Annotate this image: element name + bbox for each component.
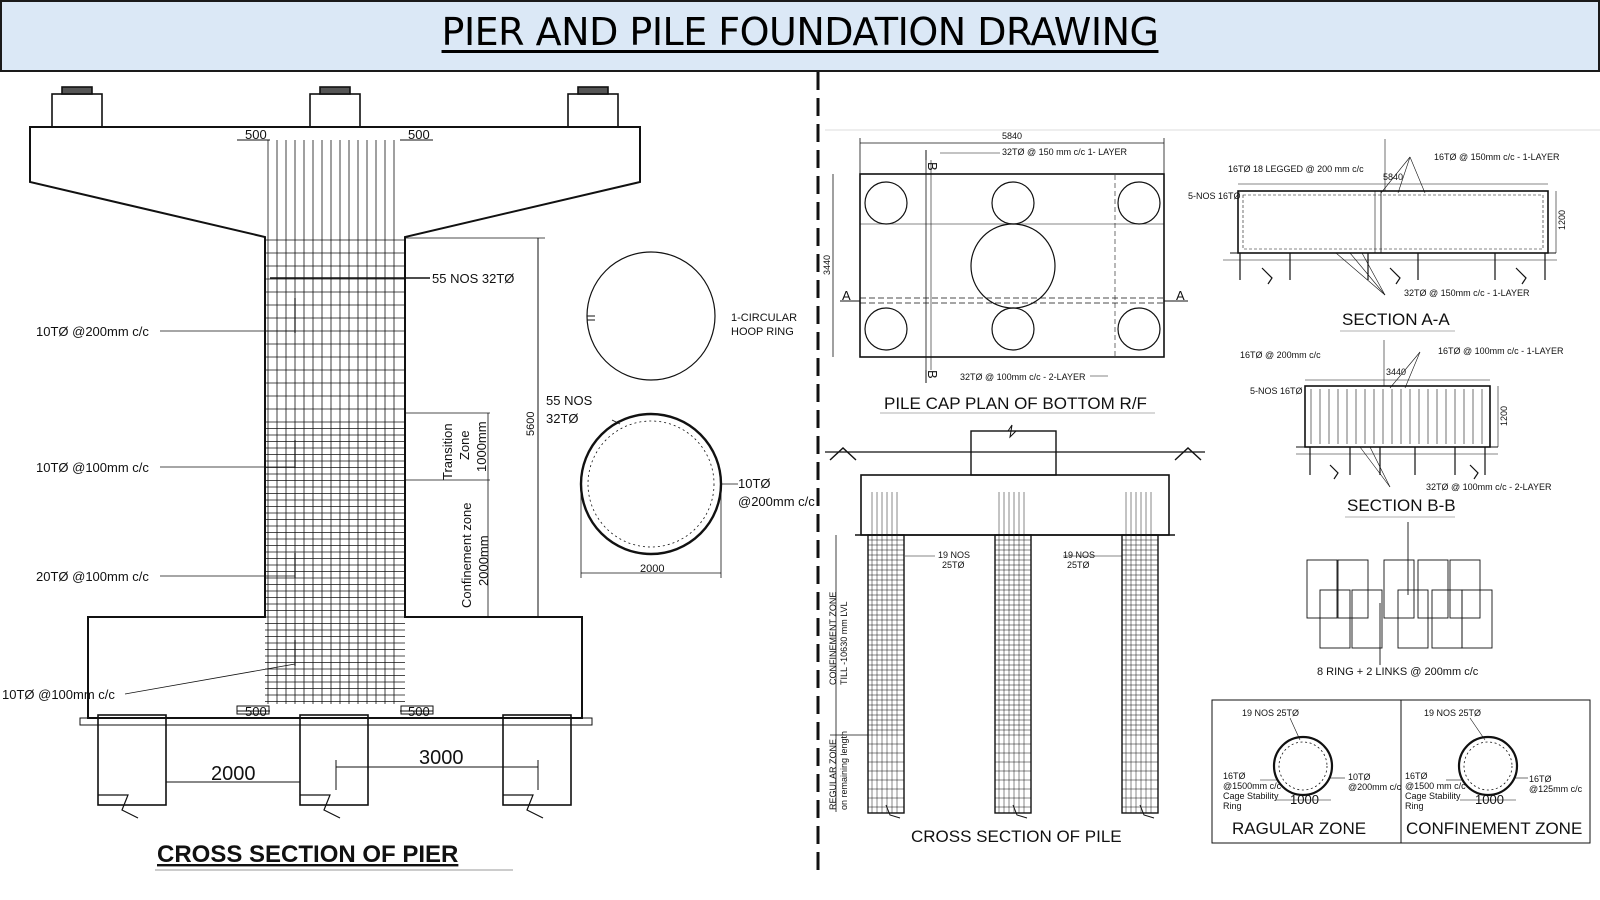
section-mark-a-right: A bbox=[1176, 288, 1185, 303]
sec-bb-length: 3440 bbox=[1386, 367, 1406, 377]
pier-dim-bot-left: 500 bbox=[245, 704, 267, 719]
pile-cap-outline bbox=[859, 173, 1165, 358]
pile-section-heading: CROSS SECTION OF PILE bbox=[911, 827, 1122, 846]
bearing-pad bbox=[309, 93, 361, 128]
pier-rebar-label-1: 10TØ @200mm c/c bbox=[36, 324, 149, 339]
pier-height-dim: 5600 bbox=[525, 412, 537, 436]
section-aa-outline bbox=[1237, 190, 1549, 254]
pier-piles bbox=[97, 714, 572, 819]
pier-dim-top-right: 500 bbox=[408, 127, 430, 142]
pile-cap-plan bbox=[825, 129, 1600, 414]
regular-zone-bars: 19 NOS 25TØ bbox=[1242, 708, 1299, 718]
hoop-bars-label: 55 NOS 32TØ bbox=[546, 393, 596, 426]
hoop-ties-label: 10TØ @200mm c/c bbox=[738, 476, 815, 509]
sec-aa-depth: 1200 bbox=[1557, 210, 1567, 230]
confinement-zone-ties: 16TØ @125mm c/c bbox=[1529, 774, 1583, 794]
ring-links-arrangement bbox=[1306, 522, 1493, 665]
pile-spacing-2000: 2000 bbox=[211, 763, 256, 785]
pilecap-bottom-note: 32TØ @ 100mm c/c - 2-LAYER bbox=[960, 372, 1086, 382]
pile-confinement-zone-label: CONFINEMENT ZONE TILL -10630 mm LVL bbox=[828, 589, 849, 685]
sec-bb-top: 16TØ @ 100mm c/c - 1-LAYER bbox=[1438, 346, 1564, 356]
pier-heading: CROSS SECTION OF PIER bbox=[157, 841, 458, 868]
regular-zone-heading: RAGULAR ZONE bbox=[1232, 819, 1366, 838]
pile-reinforcement-mesh bbox=[868, 492, 1158, 813]
pile-elevation bbox=[825, 424, 1205, 819]
bearing-pad bbox=[567, 93, 619, 128]
pier-stub bbox=[970, 430, 1057, 476]
pilecap-top-note: 32TØ @ 150 mm c/c 1- LAYER bbox=[1002, 147, 1128, 157]
sec-aa-side: 5-NOS 16TØ bbox=[1188, 191, 1241, 201]
pile-bars-label-1: 19 NOS 25TØ bbox=[938, 550, 973, 570]
pile-zone-details bbox=[1211, 699, 1591, 844]
pier-dim-top-left: 500 bbox=[245, 127, 267, 142]
pier-elevation bbox=[29, 86, 641, 871]
page-title: PIER AND PILE FOUNDATION DRAWING bbox=[441, 10, 1159, 54]
pilecap-width: 3440 bbox=[822, 255, 832, 275]
transition-zone-label: Transition Zone 1000mm bbox=[440, 420, 489, 480]
sec-bb-legged: 16TØ @ 200mm c/c bbox=[1240, 350, 1321, 360]
pier-rebar-label-4: 10TØ @100mm c/c bbox=[2, 687, 115, 702]
sec-bb-depth: 1200 bbox=[1499, 406, 1509, 426]
column-bars-ring bbox=[587, 420, 715, 548]
section-mark-a-left: A bbox=[842, 288, 851, 303]
bearing-plate bbox=[577, 86, 609, 95]
circular-hoop-ring bbox=[586, 251, 716, 381]
section-a-a bbox=[1223, 139, 1557, 332]
pilecap-length: 5840 bbox=[1002, 131, 1022, 141]
pier-rebar-label-3: 20TØ @100mm c/c bbox=[36, 569, 149, 584]
hoop-diameter: 2000 bbox=[640, 563, 664, 575]
sec-aa-bottom: 32TØ @ 150mm c/c - 1-LAYER bbox=[1404, 288, 1530, 298]
bearing-pad bbox=[51, 93, 103, 128]
section-b-b bbox=[1296, 340, 1499, 518]
sec-bb-side: 5-NOS 16TØ bbox=[1250, 386, 1303, 396]
pier-main-bars-label: 55 NOS 32TØ bbox=[432, 271, 514, 286]
regular-zone-ring: 16TØ @1500mm c/c Cage Stability Ring bbox=[1223, 771, 1284, 811]
title-bar: PIER AND PILE FOUNDATION DRAWING bbox=[0, 0, 1600, 72]
sec-aa-top: 16TØ @ 150mm c/c - 1-LAYER bbox=[1434, 152, 1560, 162]
confinement-zone-dia: 1000 bbox=[1475, 792, 1504, 807]
hoop-ring-label: 1-CIRCULAR HOOP RING bbox=[731, 312, 800, 338]
bearing-plate bbox=[319, 86, 351, 95]
regular-zone-dia: 1000 bbox=[1290, 792, 1319, 807]
pilecap-plan-heading: PILE CAP PLAN OF BOTTOM R/F bbox=[884, 394, 1147, 413]
sec-aa-heading: SECTION A-A bbox=[1342, 310, 1450, 329]
pier-dim-bot-right: 500 bbox=[408, 704, 430, 719]
pier-rebar-label-2: 10TØ @100mm c/c bbox=[36, 460, 149, 475]
section-bb-outline bbox=[1304, 385, 1491, 448]
rings-label: 8 RING + 2 LINKS @ 200mm c/c bbox=[1317, 666, 1479, 678]
column-section-circle bbox=[579, 412, 723, 556]
confinement-zone-label: Confinement zone 2000mm bbox=[459, 499, 491, 608]
hoop-ring-details bbox=[579, 251, 738, 578]
sec-bb-heading: SECTION B-B bbox=[1347, 496, 1456, 515]
lean-concrete-bed bbox=[79, 717, 593, 726]
pier-reinforcement-cage bbox=[265, 140, 405, 704]
bearing-plate bbox=[61, 86, 93, 95]
confinement-zone-bars: 19 NOS 25TØ bbox=[1424, 708, 1481, 718]
confinement-zone-heading: CONFINEMENT ZONE bbox=[1406, 819, 1582, 838]
section-mark-b-bottom: B bbox=[925, 370, 940, 379]
sec-aa-length: 5840 bbox=[1383, 172, 1403, 182]
pile-regular-zone-label: REGULAR ZONE on remaining length bbox=[828, 731, 849, 810]
pile-spacing-3000: 3000 bbox=[419, 747, 464, 769]
pile-cap-elevation bbox=[860, 474, 1170, 536]
confinement-zone-ring: 16TØ @1500 mm c/c Cage Stability Ring bbox=[1405, 771, 1468, 811]
sec-aa-legged: 16TØ 18 LEGGED @ 200 mm c/c bbox=[1228, 164, 1364, 174]
regular-zone-ties: 10TØ @200mm c/c bbox=[1348, 772, 1402, 792]
pile-bars-label-2: 19 NOS 25TØ bbox=[1063, 550, 1098, 570]
section-mark-b-top: B bbox=[925, 162, 940, 171]
sec-bb-bottom: 32TØ @ 100mm c/c - 2-LAYER bbox=[1426, 482, 1552, 492]
section-bb-links bbox=[1310, 389, 1483, 444]
